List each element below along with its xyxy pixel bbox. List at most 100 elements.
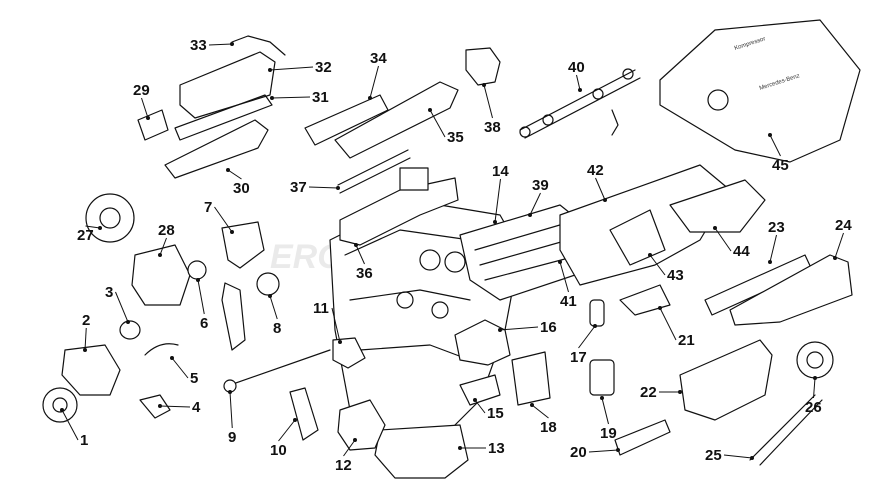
leader-line-4 bbox=[159, 405, 191, 408]
leader-dot-6 bbox=[196, 278, 200, 282]
leader-line-34 bbox=[369, 65, 379, 99]
leader-line-41 bbox=[559, 261, 569, 293]
leader-line-40 bbox=[576, 74, 581, 91]
leader-dot-25 bbox=[750, 456, 754, 460]
leader-dot-28 bbox=[158, 253, 162, 257]
leader-dot-7 bbox=[230, 230, 234, 234]
leader-dot-9 bbox=[228, 390, 232, 394]
callout-33: 33 bbox=[190, 37, 207, 54]
leader-dot-20 bbox=[616, 448, 620, 452]
leader-dot-37 bbox=[336, 186, 340, 190]
leader-line-45 bbox=[769, 134, 781, 157]
leader-line-8 bbox=[269, 295, 278, 320]
callout-41: 41 bbox=[560, 293, 577, 310]
callout-21: 21 bbox=[678, 332, 695, 349]
callout-14: 14 bbox=[492, 163, 509, 180]
leader-line-6 bbox=[197, 279, 205, 315]
leader-line-33 bbox=[208, 43, 233, 46]
callout-25: 25 bbox=[705, 447, 722, 464]
leader-line-9 bbox=[229, 391, 233, 429]
leader-dot-40 bbox=[578, 88, 582, 92]
leader-dot-27 bbox=[98, 226, 102, 230]
leader-line-11 bbox=[331, 307, 341, 343]
leader-line-12 bbox=[343, 439, 356, 457]
callout-15: 15 bbox=[487, 405, 504, 422]
callout-17: 17 bbox=[570, 349, 587, 366]
leader-dot-1 bbox=[60, 408, 64, 412]
leader-dot-36 bbox=[354, 243, 358, 247]
leader-dot-4 bbox=[158, 404, 162, 408]
leader-line-20 bbox=[588, 449, 619, 453]
leader-dot-2 bbox=[83, 348, 87, 352]
callout-44: 44 bbox=[733, 243, 750, 260]
leader-line-19 bbox=[601, 397, 609, 425]
leader-dot-10 bbox=[293, 418, 297, 422]
leader-dot-19 bbox=[600, 396, 604, 400]
leader-dot-43 bbox=[648, 253, 652, 257]
leader-dot-14 bbox=[493, 220, 497, 224]
leader-line-44 bbox=[714, 227, 732, 252]
callout-24: 24 bbox=[835, 217, 852, 234]
leader-line-16 bbox=[499, 326, 539, 331]
leader-dot-34 bbox=[368, 96, 372, 100]
leader-dot-23 bbox=[768, 260, 772, 264]
callout-4: 4 bbox=[192, 399, 201, 416]
leader-dot-22 bbox=[678, 390, 682, 394]
callout-5: 5 bbox=[190, 370, 198, 387]
leader-line-15 bbox=[474, 399, 486, 414]
callout-27: 27 bbox=[77, 227, 94, 244]
callout-13: 13 bbox=[488, 440, 505, 457]
callout-1: 1 bbox=[80, 432, 88, 449]
leader-dot-41 bbox=[558, 260, 562, 264]
leader-dot-32 bbox=[268, 68, 272, 72]
callout-36: 36 bbox=[356, 265, 373, 282]
callout-28: 28 bbox=[158, 222, 175, 239]
leader-line-10 bbox=[278, 419, 296, 442]
leader-dot-21 bbox=[658, 306, 662, 310]
callout-6: 6 bbox=[200, 315, 208, 332]
leader-line-37 bbox=[308, 186, 339, 189]
leader-dot-39 bbox=[528, 213, 532, 217]
leader-dot-30 bbox=[226, 168, 230, 172]
leader-line-43 bbox=[649, 254, 666, 276]
leader-dot-17 bbox=[593, 324, 597, 328]
leader-line-1 bbox=[61, 409, 79, 441]
callout-35: 35 bbox=[447, 129, 464, 146]
leader-line-38 bbox=[483, 84, 493, 119]
leader-dot-26 bbox=[813, 376, 817, 380]
callout-3: 3 bbox=[105, 284, 113, 301]
callout-8: 8 bbox=[273, 320, 281, 337]
leader-dot-33 bbox=[230, 42, 234, 46]
leader-line-3 bbox=[115, 291, 129, 323]
leader-dot-12 bbox=[353, 438, 357, 442]
leader-line-35 bbox=[429, 109, 446, 138]
leader-dot-16 bbox=[498, 328, 502, 332]
leader-dot-18 bbox=[530, 403, 534, 407]
leader-dot-42 bbox=[603, 198, 607, 202]
leader-line-30 bbox=[227, 169, 242, 180]
leader-line-39 bbox=[529, 192, 541, 216]
callout-19: 19 bbox=[600, 425, 617, 442]
callout-20: 20 bbox=[570, 444, 587, 461]
leader-line-23 bbox=[769, 234, 777, 263]
leader-dot-31 bbox=[270, 96, 274, 100]
leader-line-17 bbox=[578, 325, 596, 349]
callout-42: 42 bbox=[587, 162, 604, 179]
callout-22: 22 bbox=[640, 384, 657, 401]
callout-16: 16 bbox=[540, 319, 557, 336]
leader-dot-29 bbox=[146, 116, 150, 120]
leader-line-29 bbox=[141, 97, 149, 119]
callout-10: 10 bbox=[270, 442, 287, 459]
callout-30: 30 bbox=[233, 180, 250, 197]
callout-40: 40 bbox=[568, 59, 585, 76]
callout-37: 37 bbox=[290, 179, 307, 196]
leader-dot-3 bbox=[126, 320, 130, 324]
leader-dot-5 bbox=[170, 356, 174, 360]
leader-dot-8 bbox=[268, 294, 272, 298]
engine-cover: Kompressor Mercedes-Benz bbox=[659, 19, 861, 163]
callout-26: 26 bbox=[805, 399, 822, 416]
callout-38: 38 bbox=[484, 119, 501, 136]
callout-31: 31 bbox=[312, 89, 329, 106]
